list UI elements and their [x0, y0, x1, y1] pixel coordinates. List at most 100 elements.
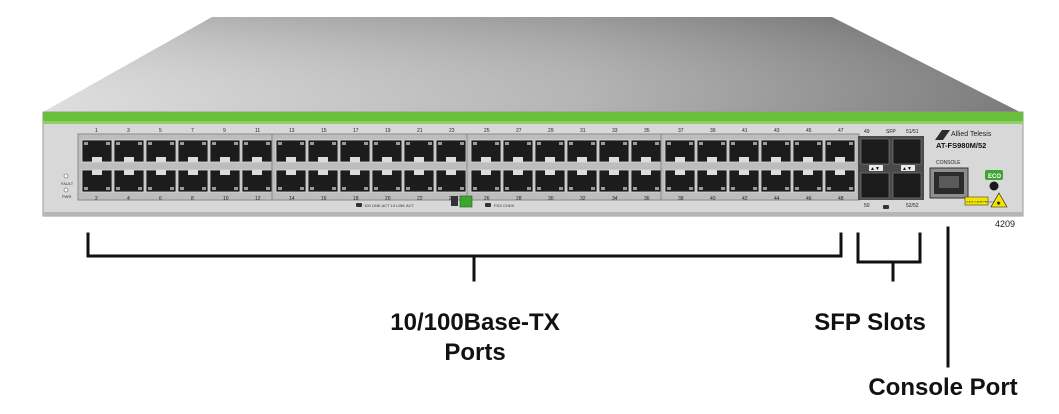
port-latch-notch [739, 157, 749, 162]
port-latch-notch [446, 170, 456, 175]
port-number-top: 13 [289, 128, 295, 134]
port-led [721, 142, 725, 145]
port-latch-notch [286, 157, 296, 162]
port-led [406, 142, 410, 145]
port-led [342, 187, 346, 190]
port-led [753, 142, 757, 145]
port-latch-notch [771, 170, 781, 175]
port-number-bottom: 48 [838, 196, 844, 202]
port-number-top: 27 [516, 128, 522, 134]
ethernet-port-area [77, 133, 860, 201]
port-latch-notch [318, 170, 328, 175]
port-led [785, 142, 789, 145]
sfp-slot-group: 49 SFP 51/51 ▲▼ ▲▼ 50 52/52 [858, 129, 924, 209]
port-latch-notch [286, 170, 296, 175]
port-led [266, 187, 270, 190]
sfp-slot-51[interactable] [892, 138, 922, 165]
port-led [180, 142, 184, 145]
port-led [266, 142, 270, 145]
port-latch-notch [252, 170, 262, 175]
port-led [849, 187, 853, 190]
port-led [699, 142, 703, 145]
port-number-bottom: 6 [159, 196, 162, 202]
port-number-top: 35 [644, 128, 650, 134]
port-number-bottom: 34 [612, 196, 618, 202]
port-latch-notch [188, 157, 198, 162]
port-led [537, 142, 541, 145]
port-led [84, 142, 88, 145]
port-led [699, 187, 703, 190]
sfp-slot-49[interactable] [860, 138, 890, 165]
eco-button-icon[interactable] [989, 181, 999, 191]
port-led [753, 187, 757, 190]
port-led [633, 142, 637, 145]
port-latch-notch [803, 157, 813, 162]
legend-right-text: FDX CHDX [494, 203, 515, 208]
port-latch-notch [609, 170, 619, 175]
port-latch-notch [609, 157, 619, 162]
port-number-top: 1 [95, 128, 98, 134]
svg-text:▲▼: ▲▼ [870, 166, 880, 172]
port-number-top: 5 [159, 128, 162, 134]
port-led [148, 187, 152, 190]
port-led [495, 187, 499, 190]
port-latch-notch [350, 157, 360, 162]
port-latch-notch [318, 157, 328, 162]
sfp-header-left: 49 [864, 129, 870, 135]
port-number-top: 43 [774, 128, 780, 134]
port-led [396, 142, 400, 145]
port-number-top: 19 [385, 128, 391, 134]
port-led [374, 142, 378, 145]
port-number-top: 7 [191, 128, 194, 134]
port-led [310, 142, 314, 145]
port-number-bottom: 12 [255, 196, 261, 202]
port-latch-notch [156, 157, 166, 162]
port-led [438, 142, 442, 145]
pwr-label: PWR [62, 194, 71, 199]
sfp-header-right: 51/51 [906, 129, 919, 135]
port-latch-notch [414, 170, 424, 175]
port-number-bottom: 4 [127, 196, 130, 202]
port-number-bottom: 36 [644, 196, 650, 202]
port-led [623, 142, 627, 145]
laser-label-text: CLASS 1 LASER PRODUCT [966, 201, 995, 204]
legend-left-text: 100 LINK ACT 10 LINK ACT [364, 203, 415, 208]
port-number-bottom: 20 [385, 196, 391, 202]
port-number-bottom: 38 [678, 196, 684, 202]
port-latch-notch [92, 157, 102, 162]
port-led [495, 142, 499, 145]
port-led [84, 187, 88, 190]
port-led [300, 187, 304, 190]
port-led [278, 142, 282, 145]
eco-badge [985, 170, 1003, 180]
ports-callout-label: 10/100Base-TX Ports [370, 308, 580, 368]
port-latch-notch [577, 170, 587, 175]
port-led [849, 142, 853, 145]
sfp-slot-52[interactable] [892, 172, 922, 199]
port-led [116, 142, 120, 145]
port-number-bottom: 44 [774, 196, 780, 202]
port-led [569, 142, 573, 145]
port-led [234, 142, 238, 145]
port-led [106, 187, 110, 190]
port-led [763, 142, 767, 145]
port-latch-notch [124, 170, 134, 175]
port-latch-notch [124, 157, 134, 162]
port-led [817, 187, 821, 190]
port-number-top: 25 [484, 128, 490, 134]
callout-lines [86, 226, 950, 368]
port-number-bottom: 14 [289, 196, 295, 202]
sfp-slot-50[interactable] [860, 172, 890, 199]
port-led [559, 142, 563, 145]
port-led [244, 187, 248, 190]
port-latch-notch [350, 170, 360, 175]
port-number-top: 21 [417, 128, 423, 134]
port-number-top: 47 [838, 128, 844, 134]
port-number-top: 3 [127, 128, 130, 134]
port-led [106, 142, 110, 145]
port-led [473, 187, 477, 190]
port-number-top: 15 [321, 128, 327, 134]
port-led [438, 187, 442, 190]
port-led [138, 187, 142, 190]
